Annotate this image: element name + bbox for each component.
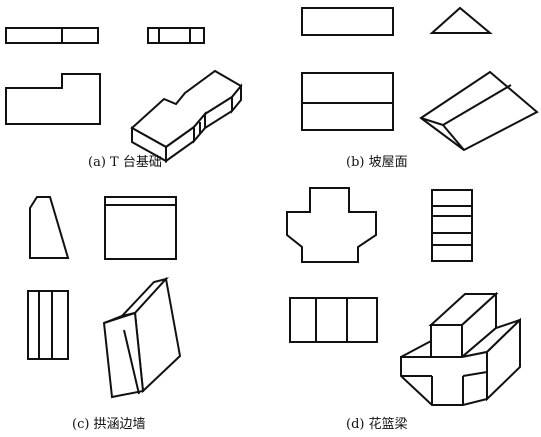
- caption-c: (c) 拱涵边墙: [72, 417, 146, 432]
- a-isometric-view: [130, 69, 243, 163]
- d-top-view: [289, 297, 378, 343]
- b-side-view: [429, 6, 493, 34]
- d-isometric-view: [400, 291, 521, 406]
- a-front-view: [5, 27, 99, 44]
- a-side-view: [147, 27, 205, 44]
- c-isometric-view: [102, 276, 182, 399]
- b-front-view: [301, 7, 394, 36]
- b-isometric-view: [419, 70, 539, 152]
- caption-b: (b) 坡屋面: [346, 155, 408, 170]
- panel-b-drawings: [301, 6, 539, 152]
- c-side-view: [29, 196, 70, 259]
- c-front-view: [104, 196, 177, 260]
- panel-a-drawings: [5, 27, 243, 163]
- d-side-view: [286, 187, 377, 263]
- b-top-view: [301, 72, 394, 131]
- panel-c-drawings: [27, 196, 182, 399]
- d-front-view: [431, 189, 473, 262]
- caption-d: (d) 花篮梁: [346, 417, 408, 432]
- a-top-view: [5, 73, 101, 125]
- caption-a: (a) T 台基础: [88, 155, 162, 170]
- panel-d-drawings: [286, 187, 521, 406]
- c-top-view: [27, 290, 69, 360]
